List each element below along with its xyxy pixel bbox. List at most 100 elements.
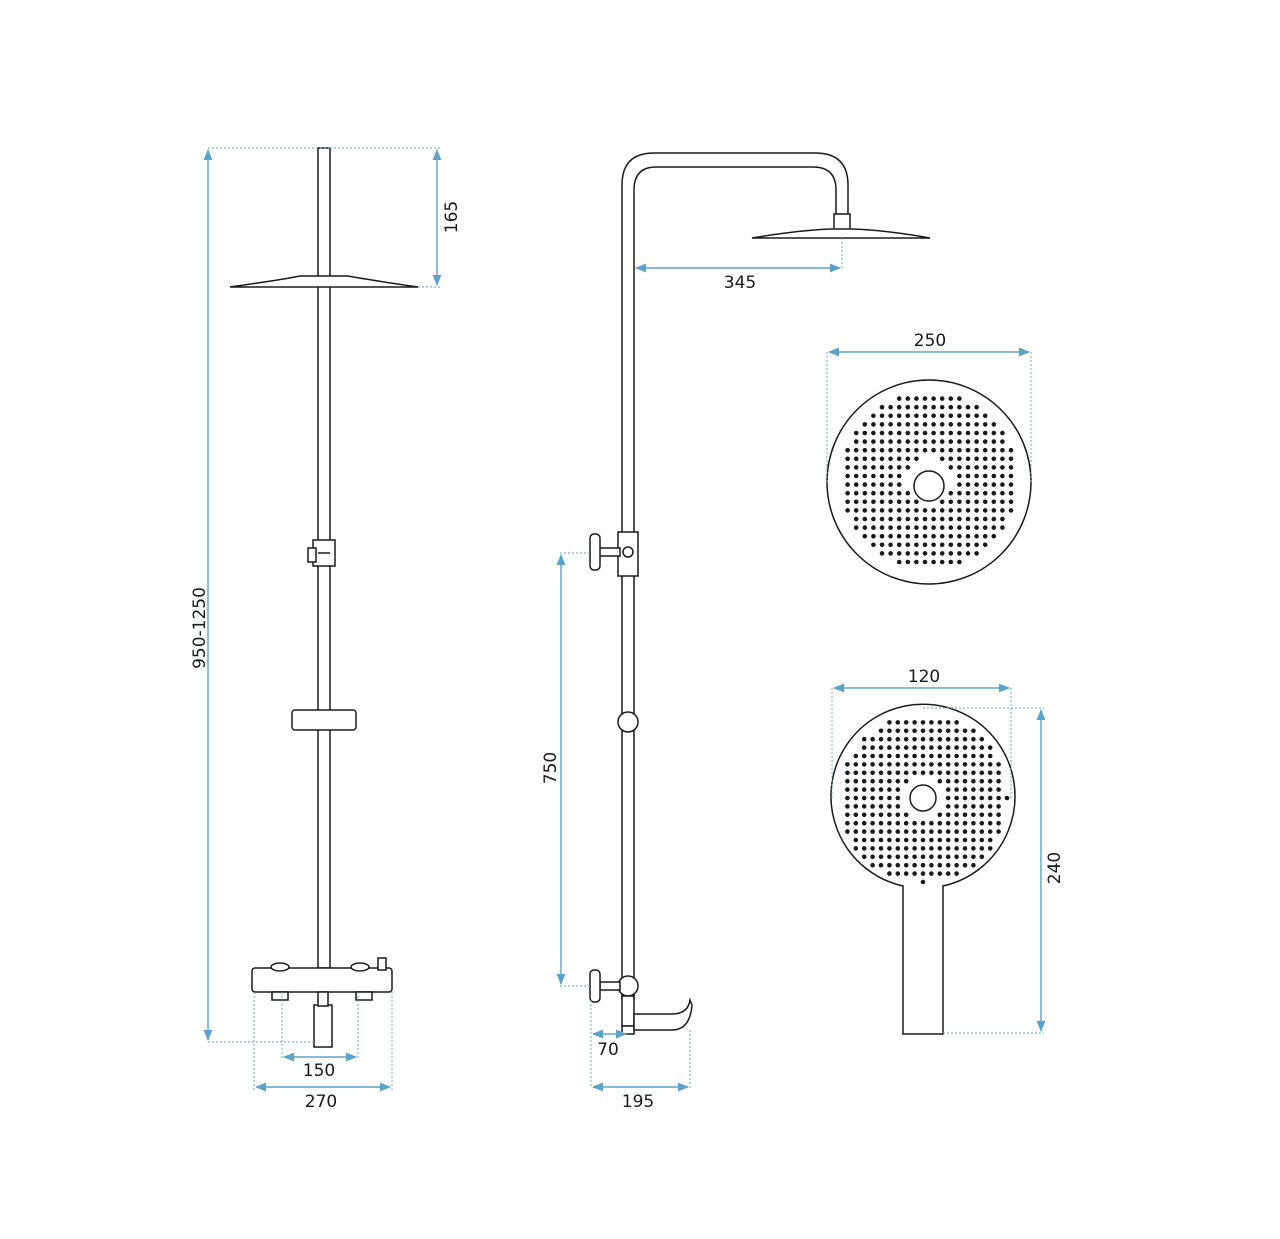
- rain-nozzle: [957, 413, 962, 419]
- hand-nozzle: [987, 846, 993, 851]
- hand-nozzle: [912, 862, 917, 868]
- hand-nozzle: [878, 820, 884, 826]
- rain-nozzle: [871, 499, 876, 505]
- rain-nozzle: [1000, 439, 1005, 444]
- hand-nozzle: [853, 812, 859, 818]
- hand-nozzle: [903, 846, 909, 851]
- hand-nozzle: [912, 720, 917, 725]
- hand-nozzle: [845, 795, 850, 801]
- rain-nozzle: [862, 482, 868, 487]
- hand-nozzle: [929, 837, 934, 843]
- rain-nozzle: [888, 447, 893, 453]
- rain-nozzle: [1008, 508, 1014, 513]
- hand-nozzle: [895, 787, 901, 792]
- hand-nozzle: [853, 846, 859, 851]
- hand-nozzle: [987, 795, 993, 801]
- hand-nozzle: [962, 862, 968, 868]
- front-hand-shower-holder: [291, 709, 357, 731]
- hand-nozzle: [929, 728, 934, 734]
- hand-nozzle: [878, 745, 884, 750]
- rain-nozzle: [939, 456, 945, 462]
- hand-nozzle: [979, 795, 985, 801]
- rain-nozzle: [957, 508, 962, 513]
- rain-nozzle: [957, 516, 962, 522]
- rain-nozzle: [853, 516, 859, 522]
- hand-nozzle: [853, 820, 859, 826]
- hand-nozzle: [920, 745, 926, 750]
- hand-nozzle: [954, 762, 959, 767]
- rain-nozzle: [948, 456, 954, 462]
- rain-nozzle: [896, 404, 902, 410]
- rain-nozzle: [905, 542, 911, 548]
- rain-nozzle: [948, 396, 954, 401]
- rain-nozzle: [888, 422, 893, 427]
- rain-nozzle: [974, 490, 979, 496]
- rain-nozzle: [879, 499, 885, 505]
- rain-nozzle: [948, 465, 954, 470]
- hand-nozzle: [971, 753, 976, 759]
- rain-nozzle: [871, 447, 876, 453]
- rain-nozzle: [939, 396, 945, 401]
- hand-nozzle: [962, 728, 968, 734]
- hand-nozzle: [987, 829, 993, 834]
- hand-nozzle: [861, 778, 867, 784]
- rain-nozzle: [939, 404, 945, 410]
- front-mixer: [251, 957, 393, 1048]
- rain-nozzle: [905, 525, 911, 530]
- hand-nozzle: [895, 762, 901, 767]
- hand-nozzle: [861, 812, 867, 818]
- rain-nozzle: [991, 482, 997, 487]
- hand-nozzle: [979, 736, 985, 742]
- hand-nozzle: [878, 829, 884, 834]
- rain-nozzle: [931, 413, 936, 419]
- hand-nozzle: [971, 728, 976, 734]
- hand-nozzle: [903, 820, 909, 826]
- hand-nozzle: [920, 879, 926, 885]
- rain-nozzle: [888, 516, 893, 522]
- rain-nozzle: [931, 404, 936, 410]
- hand-nozzle: [878, 812, 884, 818]
- hand-nozzle: [937, 820, 943, 826]
- hand-nozzle: [971, 787, 976, 792]
- hand-nozzle: [996, 795, 1001, 801]
- hand-nozzle: [920, 854, 926, 860]
- rain-nozzle: [871, 542, 876, 548]
- hand-nozzle: [962, 736, 968, 742]
- rain-nozzle: [845, 490, 850, 496]
- rain-nozzle: [991, 473, 997, 479]
- hand-nozzle: [979, 745, 985, 750]
- hand-nozzle: [895, 804, 901, 809]
- rain-nozzle: [974, 551, 979, 556]
- rain-nozzle: [905, 559, 911, 565]
- hand-nozzle: [895, 812, 901, 818]
- rain-shower-top-view: [826, 379, 1032, 585]
- hand-nozzle: [962, 762, 968, 767]
- rain-nozzle: [896, 413, 902, 419]
- hand-nozzle: [954, 795, 959, 801]
- rain-nozzle: [914, 525, 919, 530]
- rain-nozzle: [948, 490, 954, 496]
- hand-nozzle: [979, 762, 985, 767]
- rain-nozzle: [905, 430, 911, 436]
- hand-nozzle: [912, 846, 917, 851]
- rain-nozzle: [922, 422, 928, 427]
- rain-nozzle: [896, 439, 902, 444]
- hand-nozzle: [870, 787, 875, 792]
- rain-nozzle: [914, 447, 919, 453]
- rain-nozzle: [879, 439, 885, 444]
- rain-nozzle: [905, 533, 911, 539]
- rain-nozzle: [948, 533, 954, 539]
- hand-nozzle: [971, 812, 976, 818]
- hand-nozzle: [895, 795, 901, 801]
- rain-nozzle: [982, 533, 988, 539]
- rain-nozzle: [896, 533, 902, 539]
- hand-nozzle: [1004, 795, 1010, 801]
- hand-nozzle: [887, 837, 892, 843]
- hand-nozzle: [971, 804, 976, 809]
- rain-nozzle: [871, 422, 876, 427]
- rain-nozzle: [896, 456, 902, 462]
- rain-nozzle: [896, 482, 902, 487]
- dim-hand-length-label: 240: [1045, 852, 1065, 884]
- hand-nozzle: [895, 846, 901, 851]
- hand-nozzle: [971, 736, 976, 742]
